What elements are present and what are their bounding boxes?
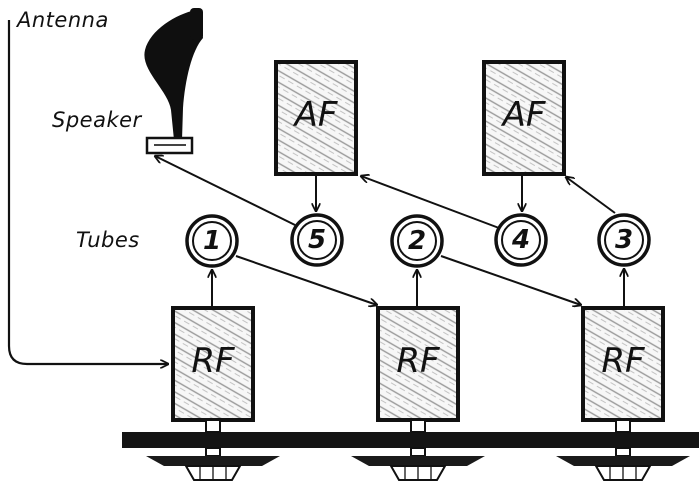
tube-5-number: 5: [307, 225, 327, 255]
rf-box-1-label: RF: [191, 341, 235, 381]
antenna-label: Antenna: [17, 8, 109, 32]
tube-4-number: 4: [511, 225, 531, 255]
af-box-2-label: AF: [502, 95, 546, 135]
dial-knob-2: [351, 456, 485, 481]
rf-box-3-label: RF: [601, 341, 645, 381]
af-box-2: [482, 60, 566, 176]
tubes-label: Tubes: [76, 228, 140, 252]
dial-knob-3: [556, 456, 690, 481]
speaker-icon: [144, 8, 203, 155]
af-box-1: [274, 60, 358, 176]
rf-box-1: [171, 306, 255, 422]
tube-3-number: 3: [614, 225, 634, 255]
chassis-bar: [122, 432, 699, 448]
rf-box-3: [581, 306, 665, 422]
speaker-label: Speaker: [52, 108, 142, 132]
rf-box-2-label: RF: [396, 341, 440, 381]
antenna-lead: [7, 20, 168, 364]
tube-1-number: 1: [202, 226, 222, 256]
signal-arrows: [155, 156, 624, 306]
tube-2-number: 2: [407, 226, 427, 256]
af-box-1-label: AF: [294, 95, 338, 135]
dial-knob-1: [146, 456, 280, 481]
